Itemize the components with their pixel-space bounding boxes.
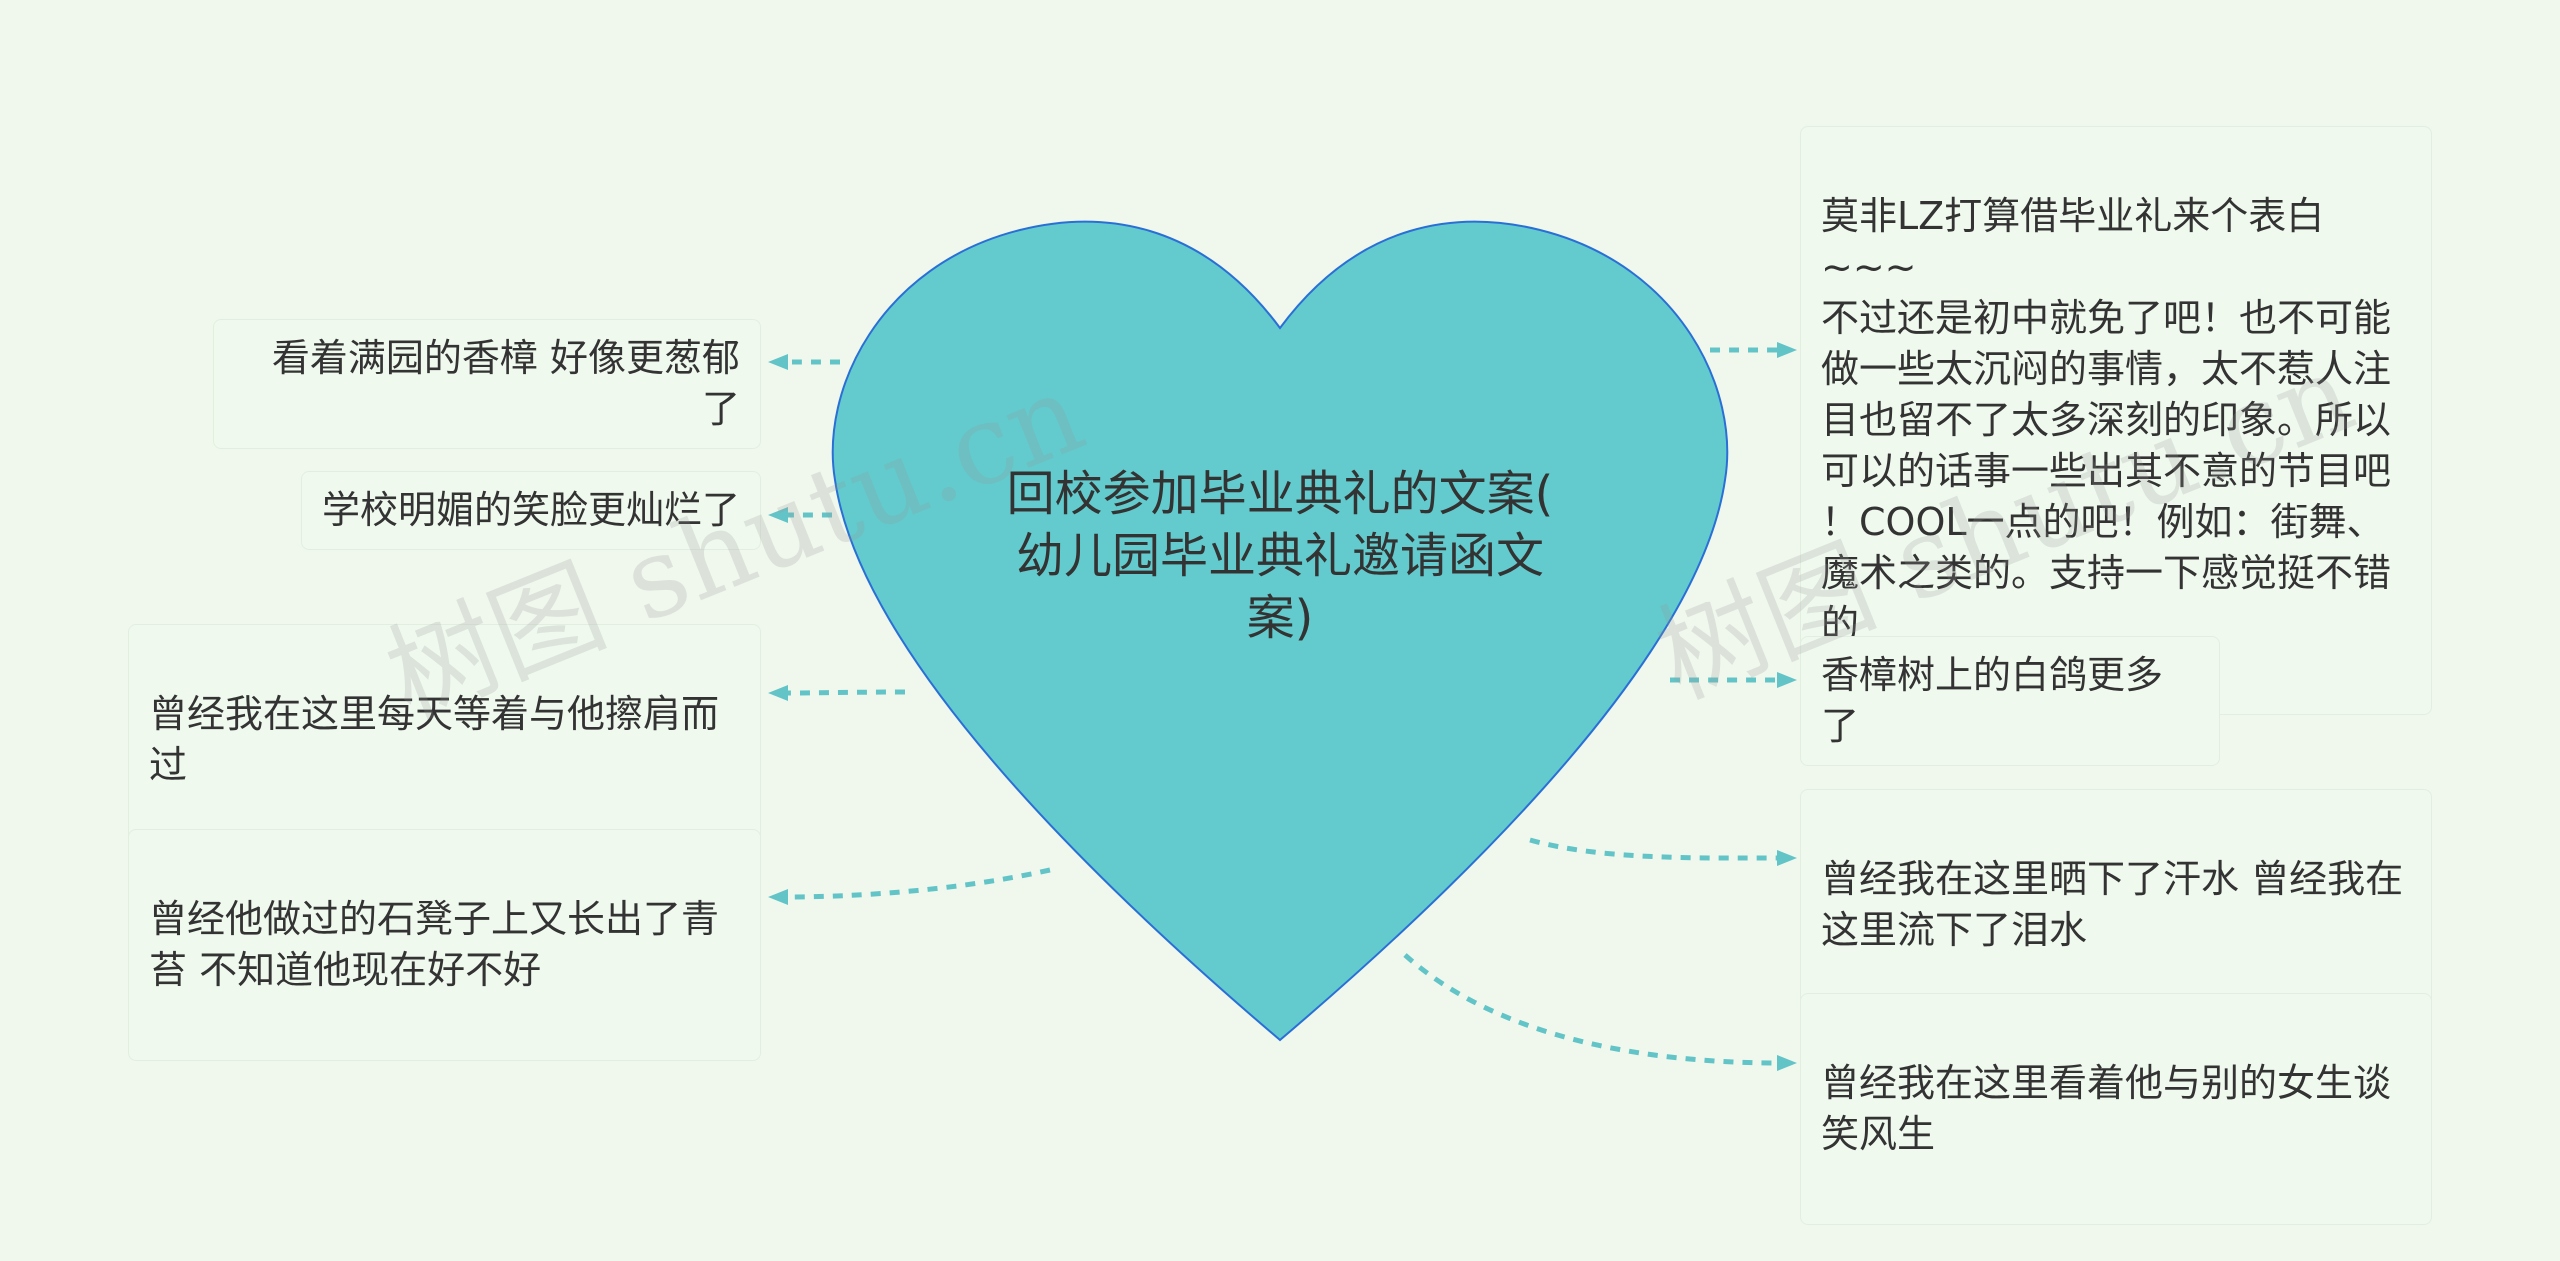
arrowhead-right-1 — [1777, 342, 1797, 358]
left-node-3-text: 曾经我在这里每天等着与他擦肩而 过 — [149, 692, 720, 787]
right-node-4-text: 曾经我在这里看着他与别的女生谈 笑风生 — [1821, 1061, 2392, 1156]
connector-lines — [784, 347, 1781, 1066]
right-node-3-text: 曾经我在这里晒下了汗水 曾经我在 这里流下了泪水 — [1821, 857, 2404, 952]
right-node-1[interactable]: 莫非LZ打算借毕业礼来个表白~~~ 不过还是初中就免了吧！也不可能 做一些太沉闷… — [1800, 126, 2432, 715]
connector-right-3 — [1529, 837, 1781, 861]
arrowhead-right-4 — [1777, 1055, 1797, 1071]
left-node-2[interactable]: 学校明媚的笑脸更灿烂了 — [301, 471, 761, 550]
connector-arrowheads — [768, 342, 1797, 1071]
connector-right-4 — [1403, 953, 1781, 1066]
right-node-1-text: 莫非LZ打算借毕业礼来个表白~~~ 不过还是初中就免了吧！也不可能 做一些太沉闷… — [1821, 194, 2392, 646]
connector-left-4 — [784, 867, 1051, 900]
connector-left-3 — [784, 689, 906, 696]
arrowhead-left-1 — [768, 354, 788, 370]
left-node-2-text: 学校明媚的笑脸更灿烂了 — [322, 488, 741, 532]
central-heart-shape[interactable] — [831, 220, 1729, 1042]
right-node-3[interactable]: 曾经我在这里晒下了汗水 曾经我在 这里流下了泪水 — [1800, 789, 2432, 1021]
left-node-4[interactable]: 曾经他做过的石凳子上又长出了青 苔 不知道他现在好不好 — [128, 829, 761, 1061]
right-node-2[interactable]: 香樟树上的白鸽更多了 — [1800, 636, 2220, 766]
left-node-4-text: 曾经他做过的石凳子上又长出了青 苔 不知道他现在好不好 — [149, 897, 720, 992]
arrowhead-left-3 — [768, 685, 788, 701]
arrowhead-left-4 — [768, 889, 788, 905]
right-node-4[interactable]: 曾经我在这里看着他与别的女生谈 笑风生 — [1800, 993, 2432, 1225]
central-topic[interactable]: 回校参加毕业典礼的文案( 幼儿园毕业典礼邀请函文 案) — [1006, 466, 1554, 646]
arrowhead-right-2 — [1777, 672, 1797, 688]
left-node-1-text: 看着满园的香樟 好像更葱郁了 — [271, 336, 740, 431]
left-node-3[interactable]: 曾经我在这里每天等着与他擦肩而 过 — [128, 624, 761, 856]
left-node-1[interactable]: 看着满园的香樟 好像更葱郁了 — [213, 319, 761, 449]
right-node-2-text: 香樟树上的白鸽更多了 — [1821, 653, 2164, 748]
arrowhead-right-3 — [1777, 850, 1797, 866]
arrowhead-left-2 — [768, 507, 788, 523]
